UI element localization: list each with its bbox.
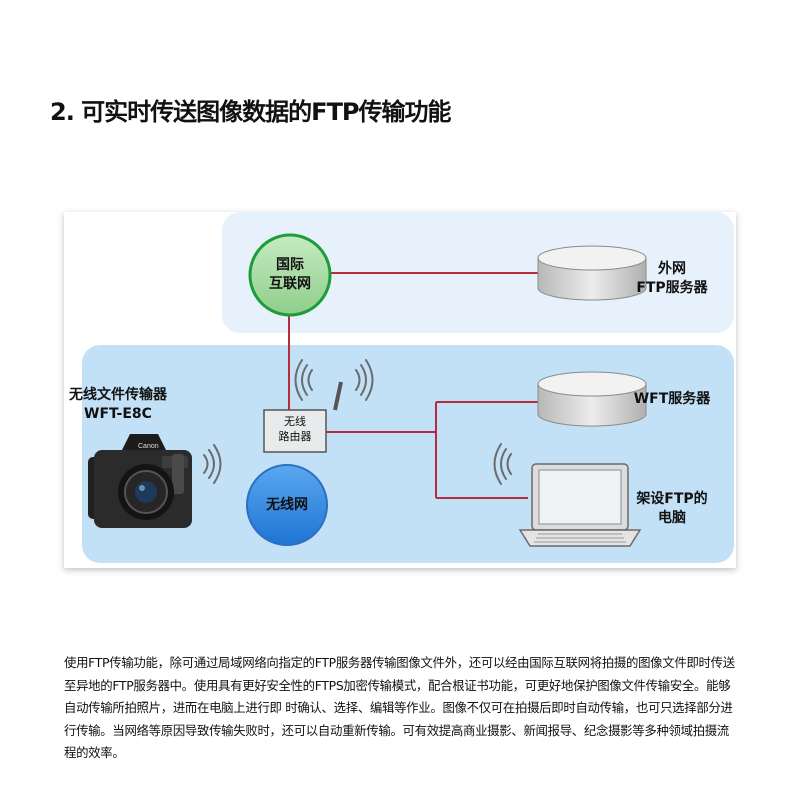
ftp-computer-label: 架设FTP的 电脑 [624, 490, 720, 528]
camera-brand: Canon [138, 443, 159, 450]
router-label: 无线 路由器 [264, 414, 326, 444]
network-diagram: Canon 国际 互联网 外网 FTP服务器 无线文件传输器 WFT-E8C 无… [64, 212, 736, 568]
page-title: 2. 可实时传送图像数据的FTP传输功能 [50, 92, 451, 127]
laptop-icon [520, 464, 640, 546]
internet-node-label: 国际 互联网 [256, 256, 324, 294]
external-ftp-server-label: 外网 FTP服务器 [624, 260, 720, 298]
wireless-network-label: 无线网 [247, 496, 327, 515]
description-paragraph: 使用FTP传输功能，除可通过局域网络向指定的FTP服务器传输图像文件外，还可以经… [64, 652, 736, 765]
transmitter-label: 无线文件传输器 WFT-E8C [56, 386, 180, 424]
wft-server-label: WFT服务器 [624, 390, 720, 409]
